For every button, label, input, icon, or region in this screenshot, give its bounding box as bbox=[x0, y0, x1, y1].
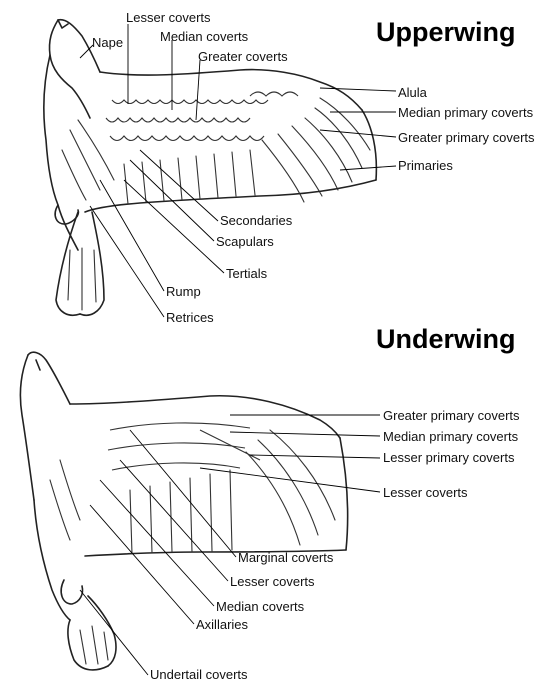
label-nape: Nape bbox=[92, 35, 123, 50]
label-lesser-coverts-upper: Lesser coverts bbox=[126, 10, 211, 25]
label-retrices: Retrices bbox=[166, 310, 214, 325]
label-lesser-coverts-under: Lesser coverts bbox=[230, 574, 315, 589]
label-greater-primary-coverts-under: Greater primary coverts bbox=[383, 408, 520, 423]
underwing-title: Underwing bbox=[376, 324, 516, 354]
label-secondaries: Secondaries bbox=[220, 213, 293, 228]
label-primaries: Primaries bbox=[398, 158, 453, 173]
upperwing-bird-illustration bbox=[44, 20, 376, 316]
label-axillaries: Axillaries bbox=[196, 617, 249, 632]
label-lesser-primary-coverts-under: Lesser primary coverts bbox=[383, 450, 515, 465]
label-lesser-coverts-under-right: Lesser coverts bbox=[383, 485, 468, 500]
label-marginal-coverts: Marginal coverts bbox=[238, 550, 334, 565]
label-median-coverts-upper: Median coverts bbox=[160, 29, 249, 44]
underwing-bird-illustration bbox=[20, 352, 347, 670]
label-tertials: Tertials bbox=[226, 266, 268, 281]
label-median-primary-coverts-under: Median primary coverts bbox=[383, 429, 519, 444]
label-greater-primary-coverts-upper: Greater primary coverts bbox=[398, 130, 535, 145]
label-alula: Alula bbox=[398, 85, 428, 100]
label-median-primary-coverts-upper: Median primary coverts bbox=[398, 105, 534, 120]
label-median-coverts-under: Median coverts bbox=[216, 599, 305, 614]
label-rump: Rump bbox=[166, 284, 201, 299]
label-greater-coverts-upper: Greater coverts bbox=[198, 49, 288, 64]
upperwing-title: Upperwing bbox=[376, 17, 516, 47]
underwing-leader-lines bbox=[80, 415, 380, 675]
label-undertail-coverts: Undertail coverts bbox=[150, 667, 248, 682]
label-scapulars: Scapulars bbox=[216, 234, 274, 249]
